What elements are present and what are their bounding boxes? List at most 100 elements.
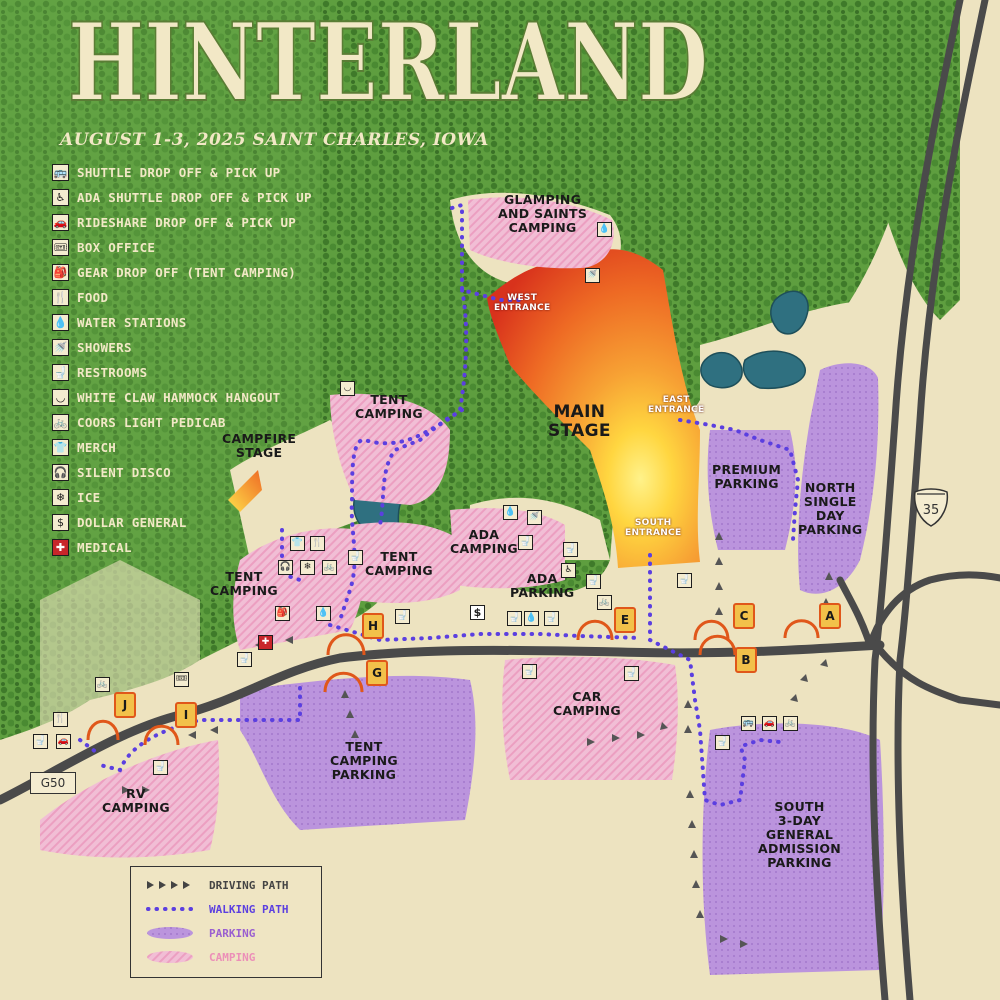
restroom-icon: 🚽 [624, 666, 639, 681]
legend-label: SHUTTLE DROP OFF & PICK UP [77, 165, 281, 180]
legend-item-ice: ❄ ICE [52, 485, 312, 510]
path-key: DRIVING PATH WALKING PATH PARKING CAMPIN… [130, 866, 322, 978]
merch-icon: 👕 [52, 439, 69, 456]
legend-item-restroom: 🚽RESTROOMS [52, 360, 312, 385]
camping-zones [40, 197, 678, 858]
pedicab-icon: 🚲 [322, 560, 337, 575]
food-icon: 🍴 [310, 536, 325, 551]
restroom-icon: 🚽 [522, 664, 537, 679]
label-car-camping: CAR CAMPING [553, 689, 621, 718]
gate-i: I [175, 702, 197, 728]
box-office-icon: 🎟 [52, 239, 69, 256]
ice-icon: ❄ [52, 489, 69, 506]
restroom-icon: 🚽 [348, 550, 363, 565]
key-label-camping: CAMPING [209, 950, 256, 964]
legend-item-gear-drop: 🎒GEAR DROP OFF (TENT CAMPING) [52, 260, 312, 285]
label-south-parking: SOUTH 3-DAY GENERAL ADMISSION PARKING [758, 799, 842, 870]
legend-label: RIDESHARE DROP OFF & PICK UP [77, 215, 297, 230]
food-icon: 🍴 [52, 289, 69, 306]
legend-label: SILENT DISCO [77, 465, 171, 480]
restroom-icon: 🚽 [237, 652, 252, 667]
medical-icon: ✚ [258, 635, 273, 650]
pedicab-icon: 🚲 [783, 716, 798, 731]
water-station-icon: 💧 [597, 222, 612, 237]
legend-label: DOLLAR GENERAL [77, 515, 187, 530]
pedicab-icon: 🚲 [95, 677, 110, 692]
svg-text:35: 35 [923, 503, 940, 518]
legend-label: MEDICAL [77, 540, 132, 555]
hammock-icon: ◡ [340, 381, 355, 396]
headphones-icon: 🎧 [278, 560, 293, 575]
road-g50 [0, 640, 885, 805]
key-label-parking: PARKING [209, 926, 256, 940]
label-ada-camping: ADA CAMPING [450, 527, 518, 556]
dollar-icon: $ [470, 605, 485, 620]
ada-shuttle-icon: ♿ [52, 189, 69, 206]
ice-icon: ❄ [300, 560, 315, 575]
legend-item-rideshare: 🚗RIDESHARE DROP OFF & PICK UP [52, 210, 312, 235]
legend-item-headphones: 🎧 SILENT DISCO [52, 460, 312, 485]
shower-icon: 🚿 [52, 339, 69, 356]
legend-label: FOOD [77, 290, 109, 305]
label-rv-camping: RV CAMPING [102, 786, 170, 815]
gear-drop-icon: 🎒 [52, 264, 69, 281]
parking-zones [240, 363, 884, 975]
key-label-driving: DRIVING PATH [209, 878, 289, 892]
pedicab-icon: 🚲 [52, 414, 69, 431]
legend-label: WATER STATIONS [77, 315, 187, 330]
label-east-entrance: EAST ENTRANCE [648, 395, 705, 416]
gate-j: J [114, 692, 136, 718]
legend-item-medical: ✚ MEDICAL [52, 535, 312, 560]
water-station-icon: 💧 [503, 505, 518, 520]
ada-shuttle-icon: ♿ [561, 563, 576, 578]
restroom-icon: 🚽 [52, 364, 69, 381]
merch-icon: 👕 [290, 536, 305, 551]
label-south-entrance: SOUTH ENTRANCE [625, 518, 682, 539]
interstate-35 [836, 0, 1000, 1000]
forest [0, 0, 935, 740]
shuttle-icon: 🚌 [741, 716, 756, 731]
restroom-icon: 🚽 [586, 574, 601, 589]
legend-item-box-office: 🎟 BOX OFFICE [52, 235, 312, 260]
legend-item-food: 🍴 FOOD [52, 285, 312, 310]
label-glamping: GLAMPING AND SAINTS CAMPING [498, 192, 588, 235]
box-office-icon: 🎟 [174, 672, 189, 687]
legend-label: BOX OFFICE [77, 240, 156, 255]
label-main-stage: MAIN STAGE [548, 402, 611, 442]
key-label-walking: WALKING PATH [209, 902, 289, 916]
legend: 🚌 SHUTTLE DROP OFF & PICK UP ♿ ADA SHUTTLE … [52, 160, 312, 560]
shuttle-icon: 🚌 [52, 164, 69, 181]
rideshare-icon: 🚗 [762, 716, 777, 731]
legend-label: ADA SHUTTLE DROP OFF & PICK UP [77, 190, 312, 205]
walking-paths [78, 202, 801, 808]
key-walking-path: WALKING PATH [145, 901, 288, 917]
gate-c: C [733, 603, 755, 629]
label-north-single-day: NORTH SINGLE DAY PARKING [798, 480, 863, 537]
label-tent-camping-parking: TENT CAMPING PARKING [330, 739, 398, 782]
legend-item-merch: 👕MERCH [52, 435, 312, 460]
legend-item-dollar: $ DOLLAR GENERAL [52, 510, 312, 535]
hammock-icon: ◡ [52, 389, 69, 406]
restroom-icon: 🚽 [518, 535, 533, 550]
gate-g: G [366, 660, 388, 686]
medical-icon: ✚ [52, 539, 69, 556]
legend-item-shower: 🚿 SHOWERS [52, 335, 312, 360]
key-driving-path: DRIVING PATH [145, 877, 288, 893]
rideshare-icon: 🚗 [56, 734, 71, 749]
legend-item-shuttle: 🚌 SHUTTLE DROP OFF & PICK UP [52, 160, 312, 185]
gate-a: A [819, 603, 841, 629]
label-west-entrance: WEST ENTRANCE [494, 293, 551, 314]
key-camping: CAMPING [145, 949, 255, 965]
title-text: HINTERLAND [68, 10, 708, 120]
water-station-icon: 💧 [52, 314, 69, 331]
legend-label: SHOWERS [77, 340, 132, 355]
restroom-icon: 🚽 [153, 760, 168, 775]
restroom-icon: 🚽 [507, 611, 522, 626]
legend-label: ICE [77, 490, 101, 505]
label-campfire-stage: CAMPFIRE STAGE [222, 431, 297, 460]
headphones-icon: 🎧 [52, 464, 69, 481]
legend-item-ada-shuttle: ♿ ADA SHUTTLE DROP OFF & PICK UP [52, 185, 312, 210]
gate-h: H [362, 613, 384, 639]
restroom-icon: 🚽 [677, 573, 692, 588]
dollar-icon: $ [52, 514, 69, 531]
